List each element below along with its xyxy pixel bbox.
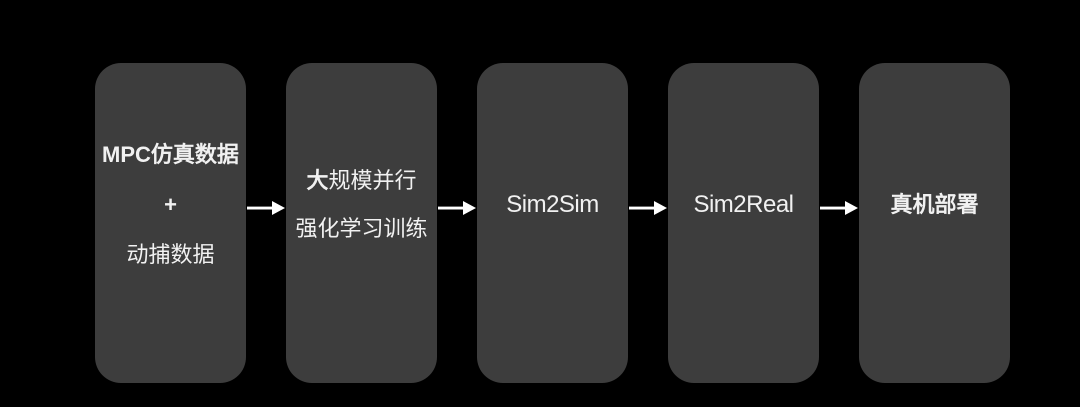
right-arrow-icon — [629, 201, 667, 215]
flow-step-sim2sim: Sim2Sim — [477, 63, 628, 383]
step-label-line: MPC仿真数据 — [102, 142, 239, 167]
step-label-bold-part: 大 — [306, 168, 329, 193]
right-arrow-icon — [820, 201, 858, 215]
right-arrow-icon — [247, 201, 285, 215]
flow-step-rl-training: 大规模并行 强化学习训练 — [286, 63, 437, 383]
flow-step-real-robot-deploy: 真机部署 — [859, 63, 1010, 383]
step-label-line: Sim2Real — [693, 191, 794, 218]
flow-step-sim2real: Sim2Real — [668, 63, 819, 383]
step-label-line: 大规模并行 — [306, 157, 416, 205]
plus-sign: + — [164, 192, 177, 217]
step-label-line: Sim2Sim — [506, 191, 599, 218]
step-label-line: 真机部署 — [890, 192, 979, 217]
step-label-line: 强化学习训练 — [295, 216, 428, 241]
flow-step-training-data: MPC仿真数据 + 动捕数据 — [95, 63, 246, 383]
right-arrow-icon — [438, 201, 476, 215]
step-label-rest-part: 规模并行 — [328, 168, 417, 193]
step-label-line: 动捕数据 — [126, 242, 215, 267]
